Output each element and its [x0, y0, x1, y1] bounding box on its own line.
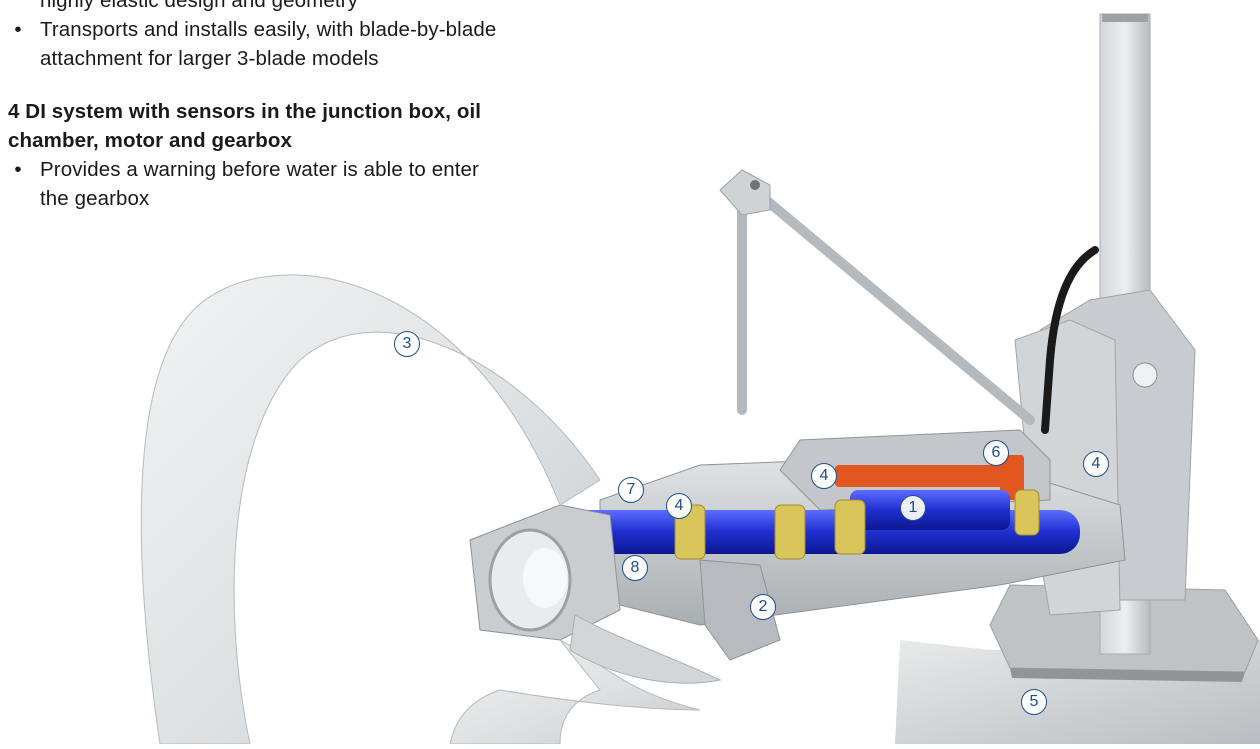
bracket-pin	[1132, 362, 1158, 388]
callout-sensor-gearbox: 4	[811, 463, 837, 489]
callout-sensor-junction-box: 4	[1083, 451, 1109, 477]
bearing-3	[834, 499, 866, 555]
propeller-blade-top	[140, 274, 601, 745]
bullet-elastic-design: highly elastic design and geometry	[8, 0, 648, 15]
propeller-blade-small	[569, 614, 722, 684]
bearing-2	[774, 504, 806, 560]
plate-edge	[1010, 668, 1245, 682]
bullet-warning-line-2: the gearbox	[40, 187, 150, 210]
bullet-warning-line-1: Provides a warning before water is able …	[40, 158, 479, 181]
bullet-transport-line-2: attachment for larger 3-blade models	[40, 47, 379, 70]
propeller-blade-lower	[449, 639, 701, 745]
bullet-dot: •	[14, 18, 22, 41]
di-heading-line-2: chamber, motor and gearbox	[8, 129, 292, 152]
bullet-dot: •	[14, 158, 22, 181]
bullet-warning: • Provides a warning before water is abl…	[8, 155, 648, 213]
callout-motor: 1	[900, 495, 926, 521]
callout-motor-seal: 6	[983, 440, 1009, 466]
callout-gearbox: 2	[750, 594, 776, 620]
callout-blade: 3	[394, 331, 420, 357]
di-system-heading: 4 DI system with sensors in the junction…	[8, 97, 648, 155]
callout-shaft: 8	[622, 555, 648, 581]
callout-seal: 7	[618, 477, 644, 503]
callout-sensor-oil-chamber: 4	[666, 493, 692, 519]
power-cable	[1041, 246, 1099, 434]
feature-text-block: highly elastic design and geometry • Tra…	[8, 0, 648, 213]
housing-lower-bulge	[699, 559, 781, 661]
bullet-elastic-text: highly elastic design and geometry	[40, 0, 358, 12]
mast-top	[1102, 14, 1148, 22]
motor-rotor	[850, 490, 1010, 530]
bullet-transport: • Transports and installs easily, with b…	[8, 15, 648, 73]
callout-pedestal: 5	[1021, 689, 1047, 715]
stator-seal	[835, 465, 1015, 487]
hub-cap-shine	[523, 548, 567, 608]
lifting-eye	[719, 169, 771, 216]
lifting-frame	[737, 175, 1035, 425]
lifting-eye-hole	[750, 180, 760, 190]
bearing-4	[1014, 489, 1040, 536]
di-heading-line-1: 4 DI system with sensors in the junction…	[8, 100, 482, 123]
seal-ring	[1000, 455, 1024, 500]
bullet-transport-line-1: Transports and installs easily, with bla…	[40, 18, 497, 41]
